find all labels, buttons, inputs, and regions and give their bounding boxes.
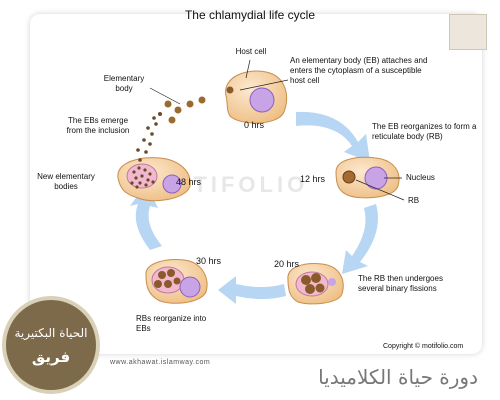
cell-0hrs <box>225 70 288 124</box>
diagram-title: The chlamydial life cycle <box>184 8 316 22</box>
badge-line-2: فريق <box>31 348 71 366</box>
label-ebs-emerge: The EBs emerge from the inclusion <box>66 116 130 135</box>
arrow-12-to-20 <box>342 204 378 274</box>
team-badge: الحياة البكتيرية فريق <box>2 296 100 394</box>
label-rb-fissions: The RB then undergoes several binary fis… <box>358 274 443 293</box>
badge-line-1: الحياة البكتيرية <box>14 326 88 340</box>
label-elementary-body: Elementary body <box>103 74 145 93</box>
time-48hrs: 48 hrs <box>176 177 202 187</box>
label-host-cell: Host cell <box>235 47 267 56</box>
cell-48hrs <box>117 157 191 202</box>
arabic-caption: دورة حياة الكلاميديا <box>318 365 478 389</box>
arrow-20-to-30 <box>218 276 286 304</box>
label-nucleus: Nucleus <box>406 173 435 182</box>
time-20hrs: 20 hrs <box>274 259 300 269</box>
arrow-0-to-12 <box>296 111 370 162</box>
copyright-text: Copyright © motifolio.com <box>383 343 464 350</box>
time-12hrs: 12 hrs <box>300 174 326 184</box>
cell-20hrs <box>287 263 344 305</box>
time-0hrs: 0 hrs <box>244 120 265 130</box>
site-url[interactable]: www.akhawat.islamway.com <box>110 359 211 366</box>
label-rb: RB <box>408 196 420 205</box>
label-new-elementary-bodies: New elementary bodies <box>37 172 95 191</box>
elementary-bodies <box>164 96 206 124</box>
thumbnail-image <box>449 14 487 50</box>
cell-12hrs <box>335 156 400 199</box>
label-rbs-reorganize: RBs reorganize into EBs <box>136 314 207 333</box>
label-eb-attaches: An elementary body (EB) attaches and ent… <box>290 56 428 85</box>
cell-30hrs <box>145 259 208 304</box>
time-30hrs: 30 hrs <box>196 256 222 266</box>
emerging-ebs <box>136 112 162 162</box>
label-eb-reorganizes: The EB reorganizes to form a reticulate … <box>372 122 477 141</box>
